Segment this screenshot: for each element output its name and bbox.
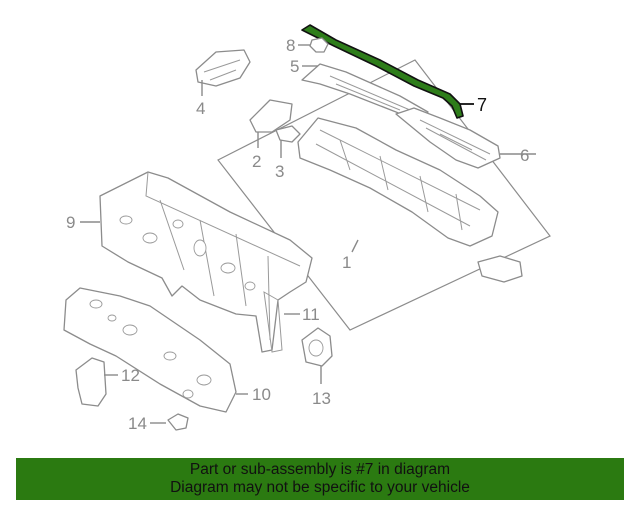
callout-6: 6 [520, 146, 529, 165]
part-info-banner: Part or sub-assembly is #7 in diagram Di… [16, 458, 624, 500]
callout-9: 9 [66, 213, 75, 232]
part-7-seal[interactable] [301, 24, 464, 119]
callout-14: 14 [128, 414, 147, 433]
callout-1: 1 [342, 253, 351, 272]
part-4-bracket [195, 49, 251, 87]
callout-12: 12 [121, 366, 140, 385]
leader-lines [80, 44, 536, 424]
callout-4: 4 [196, 99, 205, 118]
banner-line-part: Part or sub-assembly is #7 in diagram [189, 461, 451, 478]
banner-line-disclaimer: Diagram may not be specific to your vehi… [170, 479, 470, 496]
part-8-clip [309, 37, 329, 53]
part-12-pad [75, 357, 107, 407]
callout-11: 11 [302, 305, 320, 324]
callout-labels: 8 5 7 6 4 2 3 1 9 11 10 12 13 14 [66, 36, 529, 433]
part-10-insulator [63, 287, 237, 413]
callout-8: 8 [286, 36, 295, 55]
part-14-plug [167, 413, 189, 431]
part-11-brace [263, 291, 283, 353]
callout-5: 5 [290, 57, 299, 76]
callout-3: 3 [275, 162, 284, 181]
part-1-bracket [477, 255, 523, 283]
part-9-dash-panel [99, 171, 313, 353]
part-2-bracket [249, 99, 293, 133]
callout-7[interactable]: 7 [477, 95, 487, 115]
callout-13: 13 [312, 389, 331, 408]
callout-10: 10 [252, 385, 271, 404]
callout-2: 2 [252, 152, 261, 171]
part-3-bracket [275, 125, 301, 143]
